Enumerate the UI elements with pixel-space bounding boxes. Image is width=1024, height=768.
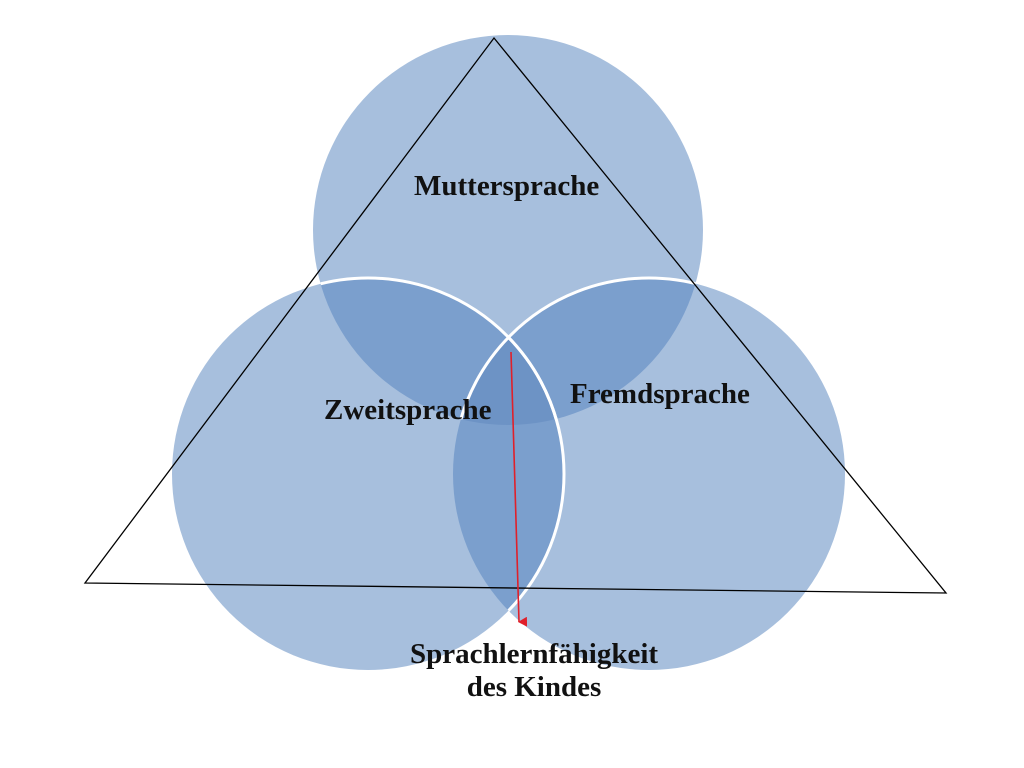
border-left-in-top (313, 276, 566, 425)
border-right-in-top (451, 276, 703, 425)
caption-line-1: Sprachlernfähigkeit (409, 638, 659, 670)
label-muttersprache: Muttersprache (414, 170, 600, 202)
overlap-mutter-fremd (453, 278, 703, 425)
caption-line-2: des Kindes (466, 671, 602, 704)
triangle-outline (83, 36, 948, 594)
label-fremdsprache: Fremdsprache (570, 378, 750, 410)
red-arrow (510, 351, 528, 627)
overlap-mutter-zweit (313, 278, 564, 425)
caption-sprachlernfaehigkeit: Sprachlernfähigkeit des Kindes (384, 638, 684, 705)
border-left-in-right (453, 278, 566, 670)
label-zweitsprache: Zweitsprache (324, 394, 492, 426)
